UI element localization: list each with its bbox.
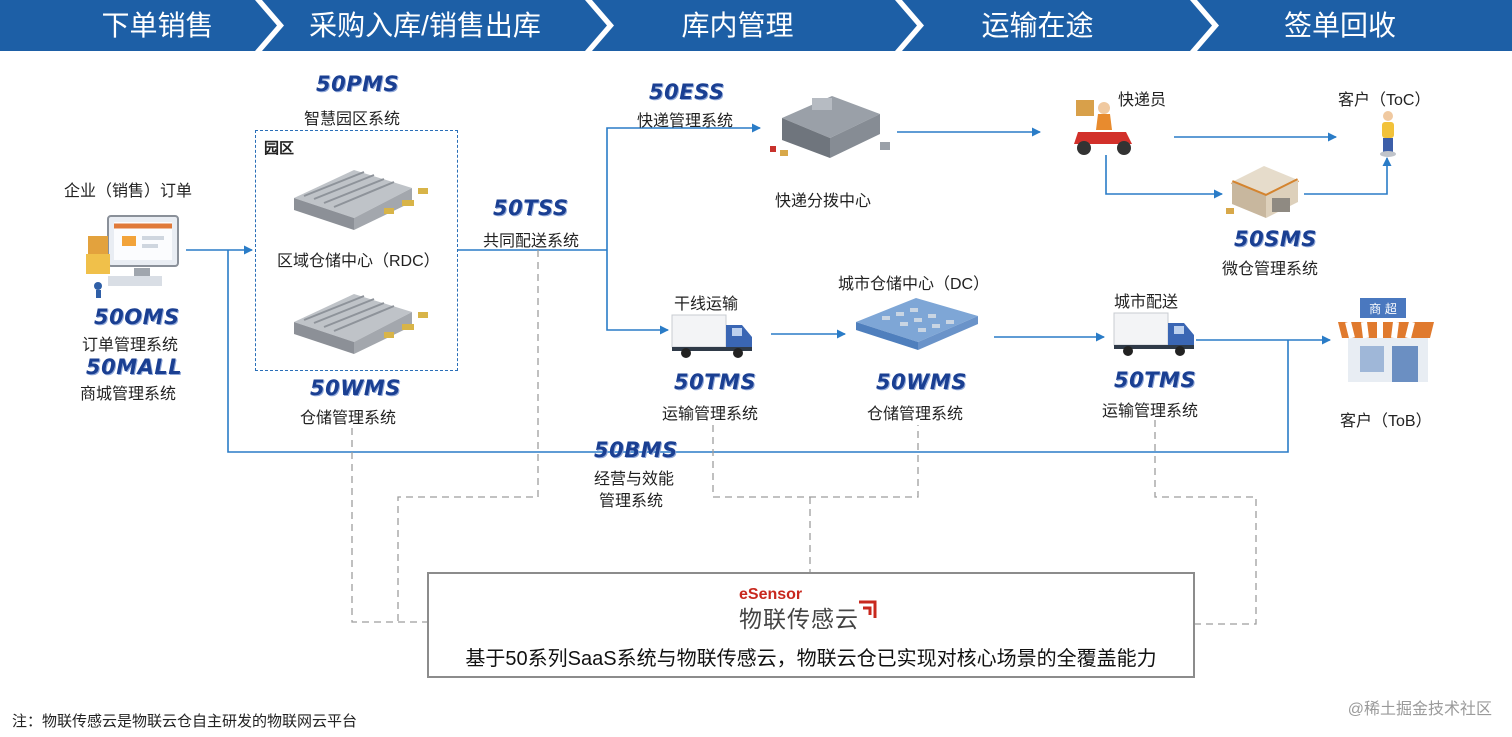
truck-icon: [1113, 312, 1194, 356]
ess-name: 快递管理系统: [637, 113, 734, 130]
flow-bms-loop: [227, 250, 1289, 453]
sms-logo: 50SMS: [1234, 227, 1317, 251]
esensor-statement: 基于50系列SaaS系统与物联传感云，物联云仓已实现对核心场景的全覆盖能力: [465, 648, 1157, 670]
bms-logo: 50BMS: [594, 438, 678, 462]
tss-logo: 50TSS: [493, 196, 569, 220]
flow-to-ess: [606, 123, 761, 250]
esensor-brand-en: eSensor: [739, 586, 803, 603]
stage-label-inbound: 采购入库/销售出库: [309, 10, 541, 41]
stage-arrow-3: [592, 0, 917, 51]
stage-arrow-1: [0, 0, 277, 51]
micro-warehouse-icon: [1226, 166, 1299, 218]
dash-city-tms: [1154, 420, 1257, 625]
computer-order-icon: [86, 215, 179, 298]
flow-to-trunk: [606, 250, 669, 335]
order-source-label: 企业（销售）订单: [64, 183, 193, 200]
flow-courier-to-sms: [1105, 155, 1223, 199]
city-tms-name: 运输管理系统: [1102, 403, 1199, 420]
trunk-label: 干线运输: [674, 296, 739, 313]
park-title: 园区: [264, 140, 295, 157]
oms-name: 订单管理系统: [82, 337, 179, 354]
pms-logo: 50PMS: [316, 72, 400, 96]
esensor-logo-icon: [859, 600, 877, 618]
dash-tss: [397, 250, 539, 622]
shop-sign: 商 超: [1369, 301, 1397, 316]
ess-center-label: 快递分拨中心: [775, 193, 872, 210]
city-dc-name: 仓储管理系统: [867, 406, 964, 423]
esensor-box: eSensor 物联传感云 基于50系列SaaS系统与物联传感云，物联云仓已实现…: [427, 572, 1195, 678]
stage-arrow-2: [262, 0, 607, 51]
person-icon: [1380, 111, 1396, 157]
stage-label-receipt: 签单回收: [1283, 10, 1396, 41]
warehouse-icon: [294, 294, 428, 354]
city-tms-logo: 50TMS: [1114, 368, 1197, 392]
courier-scooter-icon: [1074, 100, 1132, 155]
trunk-tms-name: 运输管理系统: [662, 406, 759, 423]
dc-warehouse-icon: [856, 298, 978, 350]
stage-label-transport: 运输在途: [981, 10, 1094, 41]
bms-name-line1: 经营与效能: [594, 471, 675, 488]
park-box: 园区: [255, 130, 458, 371]
mall-name: 商城管理系统: [80, 386, 177, 403]
bms-name-line2: 管理系统: [599, 493, 664, 510]
watermark: @稀土掘金技术社区: [1347, 701, 1492, 718]
tss-name: 共同配送系统: [483, 233, 580, 250]
storefront-icon: 商 超: [1338, 298, 1434, 382]
sms-name: 微仓管理系统: [1222, 261, 1319, 278]
pms-name: 智慧园区系统: [304, 111, 401, 128]
esensor-brand: eSensor 物联传感云: [739, 586, 889, 632]
stage-bar: [0, 0, 1512, 51]
trunk-tms-logo: 50TMS: [674, 370, 757, 394]
courier-label: 快递员: [1118, 92, 1167, 109]
stage-arrow-4: [902, 0, 1212, 51]
oms-logo: 50OMS: [94, 305, 180, 329]
ess-logo: 50ESS: [649, 80, 725, 104]
mall-logo: 50MALL: [86, 355, 183, 379]
dash-wms-left: [351, 428, 427, 623]
flow-sms-to-toc: [1304, 157, 1392, 195]
wms-left-name: 仓储管理系统: [300, 410, 397, 427]
city-dc-logo: 50WMS: [876, 370, 967, 394]
customer-tob-label: 客户（ToB）: [1340, 413, 1432, 430]
esensor-brand-cn: 物联传感云: [739, 606, 859, 632]
city-delivery-label: 城市配送: [1114, 294, 1179, 311]
city-dc-label: 城市仓储中心（DC）: [838, 276, 990, 293]
stage-label-order: 下单销售: [101, 10, 214, 41]
dash-dc-tms: [712, 425, 919, 498]
truck-icon: [671, 314, 752, 358]
stage-label-warehouse: 库内管理: [681, 10, 794, 41]
warehouse-icon: [294, 170, 428, 230]
rdc-label: 区域仓储中心（RDC）: [277, 253, 440, 270]
wms-left-logo: 50WMS: [310, 376, 401, 400]
customer-toc-label: 客户（ToC）: [1338, 92, 1431, 109]
parcel-center-icon: [770, 96, 890, 158]
footnote: 注：物联传感云是物联云仓自主研发的物联网云平台: [12, 713, 358, 730]
stage-arrow-5: [1197, 0, 1512, 51]
